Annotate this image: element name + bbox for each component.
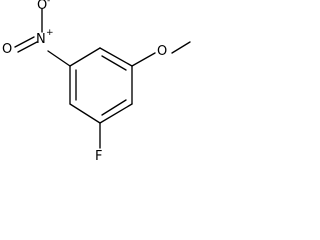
molecule-bonds [14, 8, 191, 149]
ring-bond-c1-c2 [69, 47, 101, 67]
bond-methoxy-oxygen-to-methyl [171, 41, 191, 54]
ring-bond-c5-c6 [69, 103, 101, 124]
nitro-oxygen-left-label: O [2, 42, 13, 57]
ring-bond-c2-c3 [99, 47, 133, 67]
bond-ring-to-nitrogen [47, 50, 71, 67]
nitro-oxygen-negative-charge: - [47, 0, 51, 6]
ring-bond-c4-c5 [99, 103, 133, 124]
nitro-oxygen-top-label: O [37, 0, 48, 13]
ring-inner-double-bond-bottom-right [101, 99, 127, 116]
nitro-nitrogen-label: N [36, 32, 46, 47]
methoxy-oxygen-label: O [157, 44, 168, 59]
bond-nitrogen-to-left-oxygen-2 [17, 41, 38, 53]
fluorine-label: F [95, 149, 103, 164]
ring-inner-double-bond-top-right [101, 55, 127, 71]
chemical-structure-canvas: O - N + O O F [0, 0, 191, 192]
bond-ring-to-methoxy-oxygen [131, 52, 156, 67]
nitro-nitrogen-positive-charge: + [46, 28, 54, 38]
bond-nitrogen-to-left-oxygen-1 [14, 36, 35, 48]
